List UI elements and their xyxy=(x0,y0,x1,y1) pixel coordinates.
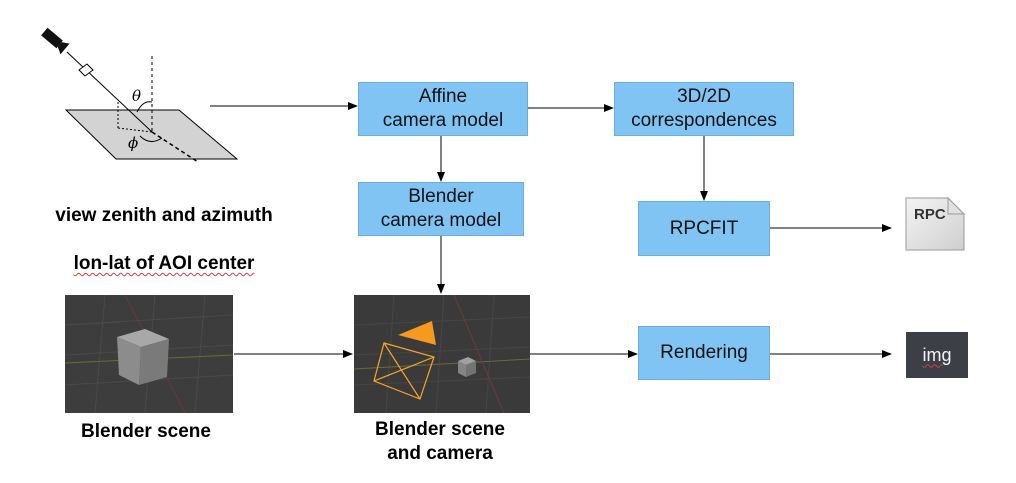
small-cube-icon xyxy=(458,357,476,377)
affine-camera-model-box: Affine camera model xyxy=(358,82,528,136)
blender-scene-caption: Blender scene xyxy=(81,421,211,442)
ground-plane xyxy=(64,109,239,160)
correspondences-box: 3D/2D correspondences xyxy=(614,82,794,136)
view-geometry-caption-line2-text: lon-lat of AOI center xyxy=(73,253,255,274)
img-output-label: img xyxy=(922,344,952,365)
rpc-file-label: RPC xyxy=(914,206,946,223)
satellite-camera-icon xyxy=(41,27,70,55)
theta-symbol: θ xyxy=(132,87,141,105)
rpcfit-box: RPCFIT xyxy=(638,201,770,256)
blender-scene-camera-thumbnail xyxy=(354,295,530,413)
view-geometry-illustration: θ ϕ xyxy=(41,27,239,163)
img-output-icon: img xyxy=(906,332,968,378)
cube-icon xyxy=(117,329,169,385)
blender-scene-camera-render xyxy=(354,295,530,413)
blender-scene-render xyxy=(65,295,233,413)
view-geometry-caption: view zenith and azimuth lon-lat of AOI c… xyxy=(30,180,298,300)
phi-symbol: ϕ xyxy=(128,134,138,152)
camera-frustum-icon xyxy=(373,342,435,400)
blender-scene-camera-caption: Blender scene and camera xyxy=(375,419,505,464)
rendering-box: Rendering xyxy=(638,326,770,380)
rpc-file-icon xyxy=(905,196,966,251)
view-geometry-caption-line2: lon-lat of AOI center xyxy=(30,252,298,276)
camera-up-triangle-icon xyxy=(398,321,436,345)
blender-camera-model-box: Blender camera model xyxy=(358,182,524,236)
sensor-plane-icon xyxy=(78,63,94,77)
view-geometry-caption-line1: view zenith and azimuth xyxy=(55,205,273,226)
blender-scene-thumbnail xyxy=(65,295,233,413)
